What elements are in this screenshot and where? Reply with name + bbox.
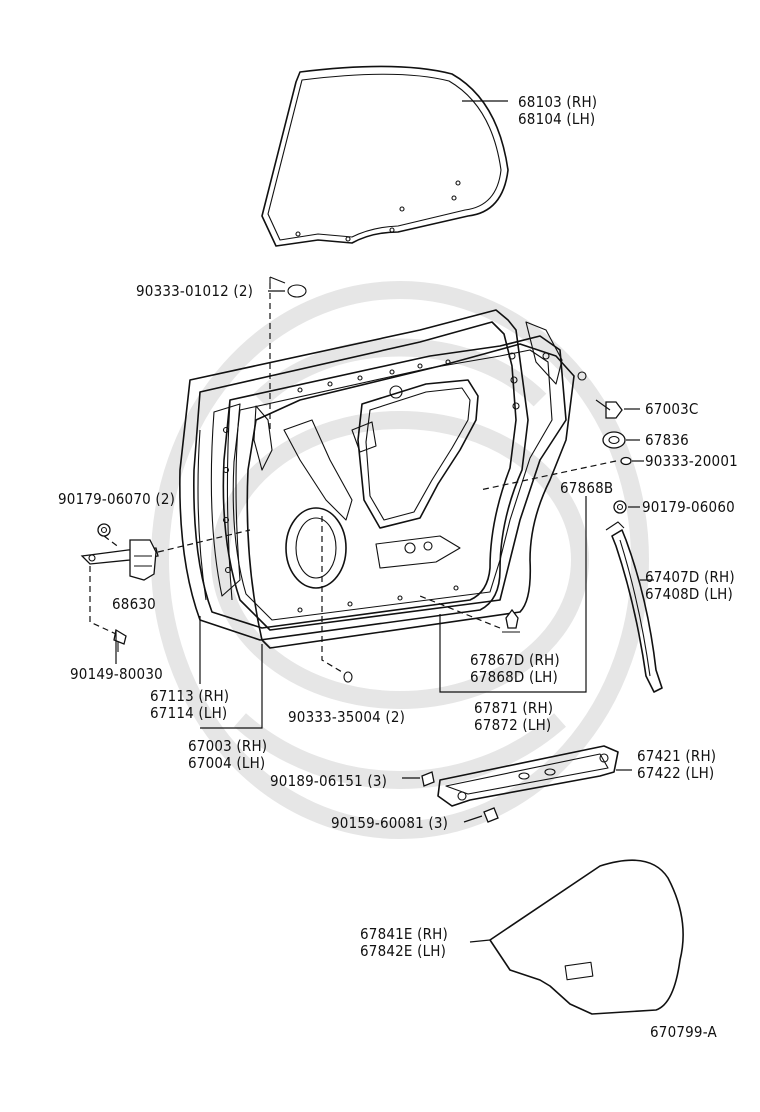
window-glass-drawing [261, 65, 509, 247]
door-panel-drawing [179, 309, 587, 649]
rail-label: 67407D (RH)67408D (LH) [645, 568, 735, 603]
bracket-drawing [421, 745, 619, 823]
nut-left-label: 90179-06070 (2) [58, 490, 176, 508]
grommet-label: 67003C [645, 400, 699, 418]
seal-ring-drawing [602, 431, 626, 449]
door-panel-label: 67003 (RH)67004 (LH) [188, 737, 268, 772]
hinge-weather-label: 67113 (RH)67114 (LH) [150, 687, 230, 722]
cover-label: 67841E (RH)67842E (LH) [360, 925, 448, 960]
weatherstrip-label: 67871 (RH)67872 (LH) [474, 699, 554, 734]
plug-bottom-label: 90333-35004 (2) [288, 708, 406, 726]
plug-bottom-drawing [321, 516, 353, 683]
plug-right-label: 90333-20001 [645, 452, 738, 470]
glass-label: 68103 (RH)68104 (LH) [518, 93, 598, 128]
bolt-b-label: 90159-60081 (3) [331, 814, 449, 832]
cover-drawing [489, 859, 684, 1015]
bolt-a-label: 90189-06151 (3) [270, 772, 388, 790]
check-label: 68630 [112, 595, 156, 613]
watermark [151, 281, 649, 839]
plug-top-label: 90333-01012 (2) [136, 282, 254, 300]
leader-lines [115, 100, 654, 943]
rail-drawing [605, 521, 663, 693]
clip-drawing [419, 595, 520, 633]
plug-right-drawing [479, 456, 632, 491]
nut-right-drawing [613, 500, 627, 514]
clip-label: 67867D (RH)67868D (LH) [470, 651, 560, 686]
bolt-check-label: 90149-80030 [70, 665, 163, 683]
bracket-label: 67421 (RH)67422 (LH) [637, 747, 717, 782]
drawing-code: 670799-A [650, 1023, 717, 1041]
check-drawing [80, 523, 251, 652]
plug-top-drawing [269, 276, 307, 430]
seal-ring-label: 67836 [645, 431, 689, 449]
grommet-drawing [595, 399, 623, 419]
nut-right-label: 90179-06060 [642, 498, 735, 516]
weatherstrip-b-label: 67868B [560, 479, 614, 497]
